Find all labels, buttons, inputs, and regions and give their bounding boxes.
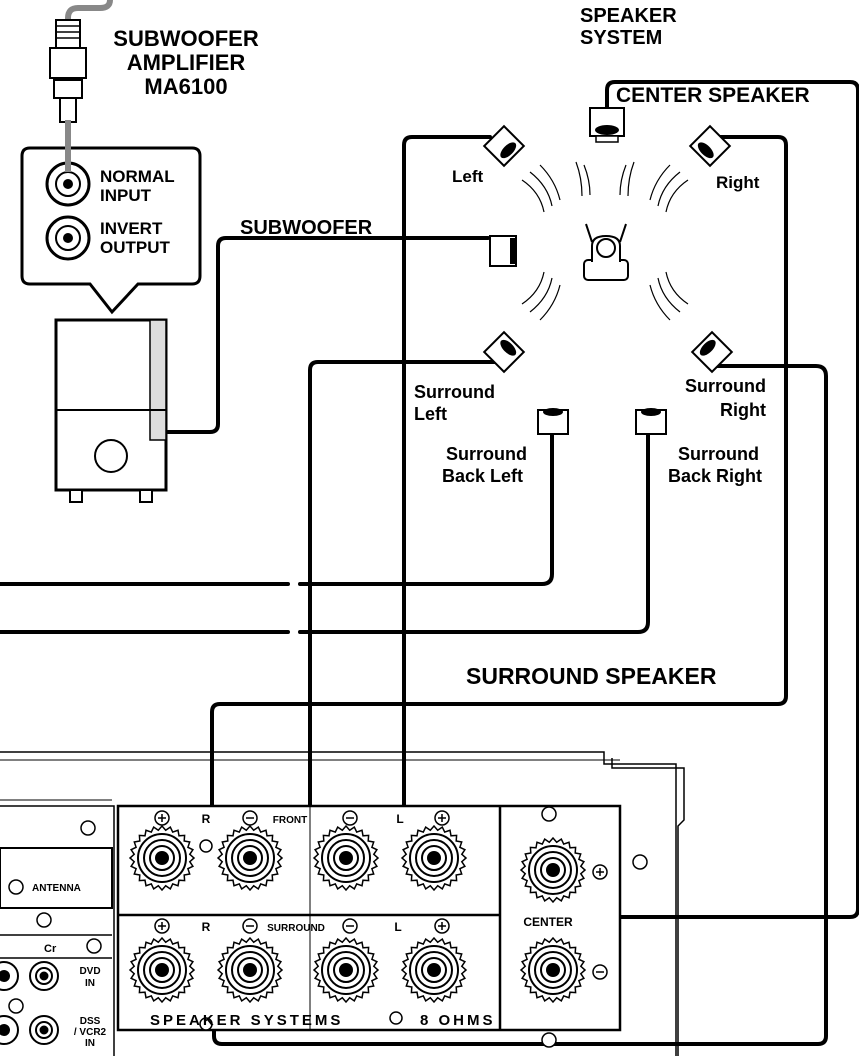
- front-l-label: L: [396, 812, 403, 826]
- terminal-surround-left-plus: [400, 936, 468, 1004]
- surround-back-right-line2: Back Right: [668, 466, 762, 486]
- wire-subwoofer: [166, 236, 490, 434]
- surround-back-left-line2: Back Left: [442, 466, 523, 486]
- polarity-symbols: [154, 810, 608, 980]
- listener-figure: [583, 223, 629, 281]
- surround-left-speaker-icon: [482, 330, 526, 374]
- surround-back-right-speaker-icon: [635, 408, 667, 435]
- amp-title-line1: SUBWOOFER: [113, 26, 259, 51]
- surround-speaker-label: SURROUND SPEAKER: [466, 663, 717, 689]
- surround-terminal-label: SURROUND: [267, 923, 325, 934]
- front-right-speaker-icon: [688, 124, 732, 168]
- normal-input-line2: INPUT: [100, 186, 152, 205]
- front-r-label: R: [202, 812, 211, 826]
- screws: [8, 806, 648, 1048]
- rca-jacks: [0, 961, 59, 1045]
- left-label: Left: [452, 167, 484, 186]
- surround-back-left-speaker-icon: [537, 408, 569, 435]
- center-speaker-icon: [589, 107, 625, 143]
- surround-right-line1: Surround: [685, 376, 766, 396]
- ohms-label: 8 OHMS: [420, 1012, 496, 1029]
- surround-back-left-line1: Surround: [446, 444, 527, 464]
- terminal-front-right-plus: [128, 824, 196, 892]
- front-label: FRONT: [273, 815, 307, 826]
- right-label: Right: [716, 173, 760, 192]
- invert-output-line2: OUTPUT: [100, 238, 171, 257]
- subwoofer-speaker-icon: [489, 235, 517, 267]
- wire-front-left-a: [402, 135, 492, 854]
- amp-title-line3: MA6100: [144, 74, 227, 99]
- center-terminal-label: CENTER: [523, 915, 573, 929]
- terminal-surround-left-minus: [312, 936, 380, 1004]
- normal-input-line1: NORMAL: [100, 167, 175, 186]
- terminal-front-right-minus: [216, 824, 284, 892]
- antenna-label: ANTENNA: [32, 883, 81, 894]
- subwoofer-label: SUBWOOFER: [240, 217, 373, 239]
- dss-in-line2: / VCR2: [74, 1027, 107, 1038]
- surround-left-line1: Surround: [414, 382, 495, 402]
- surround-back-right-line1: Surround: [678, 444, 759, 464]
- terminal-surround-right-minus: [216, 936, 284, 1004]
- invert-output-line1: INVERT: [100, 219, 163, 238]
- surround-r-label: R: [202, 920, 211, 934]
- speaker-systems-label: SPEAKER SYSTEMS: [150, 1012, 343, 1029]
- dss-in-line1: DSS: [80, 1016, 101, 1027]
- dss-in-line3: IN: [85, 1038, 95, 1049]
- terminal-surround-right-plus: [128, 936, 196, 1004]
- surround-right-speaker-icon: [690, 330, 734, 374]
- cr-label: Cr: [44, 943, 57, 955]
- amp-title-line2: AMPLIFIER: [127, 50, 246, 75]
- speaker-system-line1: SPEAKER: [580, 5, 677, 27]
- center-speaker-label: CENTER SPEAKER: [616, 84, 810, 107]
- dvd-in-line1: DVD: [79, 966, 100, 977]
- terminal-front-left-minus: [312, 824, 380, 892]
- speaker-terminals: [128, 824, 587, 1004]
- wire-surround-back-left-a: [298, 430, 554, 586]
- wire-surround-back-right-a: [298, 430, 650, 634]
- receiver-rear-panel: [0, 751, 685, 1056]
- speaker-system-line2: SYSTEM: [580, 27, 662, 49]
- wire-front-right: [210, 135, 788, 854]
- terminal-front-left-plus: [400, 824, 468, 892]
- wire-center: [553, 80, 859, 919]
- surround-l-label: L: [394, 920, 401, 934]
- surround-left-line2: Left: [414, 404, 447, 424]
- front-left-speaker-icon: [482, 124, 526, 168]
- terminal-center-minus: [519, 936, 587, 1004]
- wire-surround-right: [212, 364, 828, 1046]
- subwoofer-unit: [54, 318, 168, 503]
- invert-output-jack: [45, 215, 91, 261]
- dvd-in-line2: IN: [85, 978, 95, 989]
- labels: SUBWOOFER AMPLIFIER MA6100 SPEAKER SYSTE…: [32, 5, 810, 1049]
- terminal-center-plus: [519, 836, 587, 904]
- sound-waves: [521, 161, 689, 321]
- surround-right-line2: Right: [720, 400, 766, 420]
